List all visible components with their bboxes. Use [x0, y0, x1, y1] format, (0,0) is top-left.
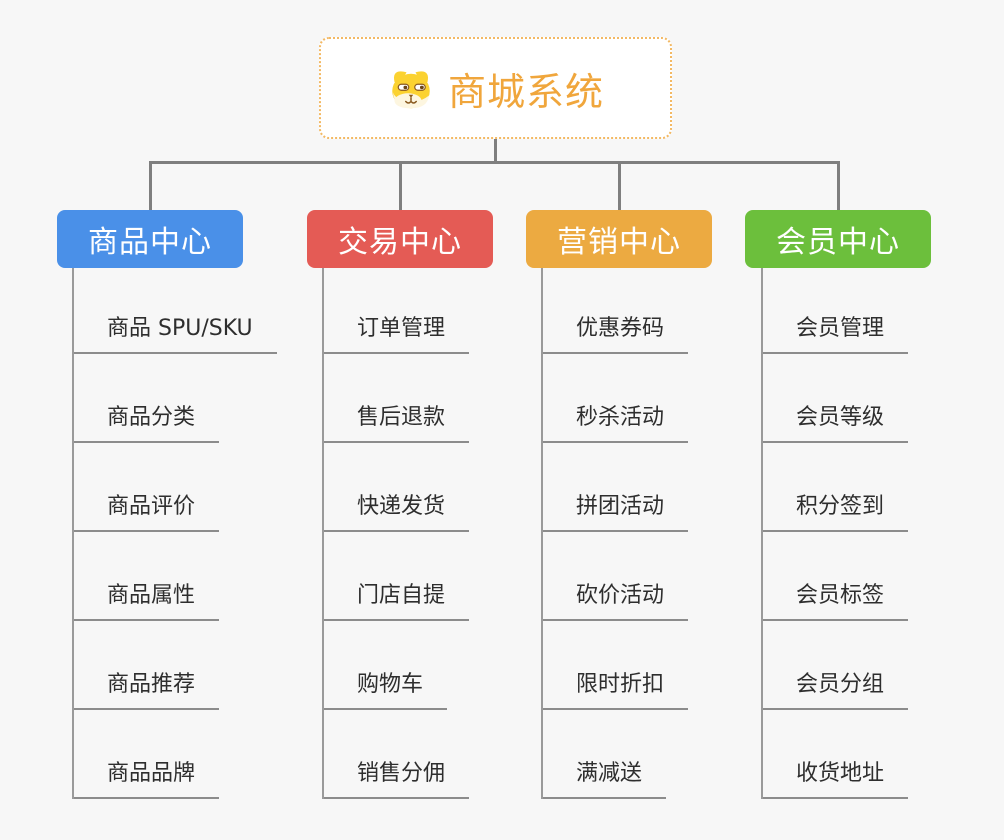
subtopic-item[interactable]: 商品属性	[74, 581, 220, 621]
dog-face-icon	[392, 71, 430, 109]
subtopic-item[interactable]: 秒杀活动	[543, 403, 689, 443]
subtopic-column-marketing: 优惠券码 秒杀活动 拼团活动 砍价活动 限时折扣 满减送	[541, 268, 689, 799]
subtopic-item[interactable]: 会员管理	[763, 314, 909, 354]
subtopic-item[interactable]: 满减送	[543, 759, 667, 799]
subtopic-item[interactable]: 商品品牌	[74, 759, 220, 799]
subtopic-item[interactable]: 商品评价	[74, 492, 220, 532]
category-box-marketing[interactable]: 营销中心	[526, 210, 712, 268]
subtopic-item[interactable]: 积分签到	[763, 492, 909, 532]
subtopic-item[interactable]: 购物车	[324, 670, 448, 710]
root-title: 商城系统	[447, 69, 604, 114]
subtopic-item[interactable]: 限时折扣	[543, 670, 689, 710]
category-box-trade[interactable]: 交易中心	[307, 210, 493, 268]
subtopic-item[interactable]: 订单管理	[324, 314, 470, 354]
subtopic-item[interactable]: 会员分组	[763, 670, 909, 710]
subtopic-item[interactable]: 商品推荐	[74, 670, 220, 710]
connector-drop-marketing	[618, 164, 621, 210]
connector-drop-products	[149, 164, 152, 210]
subtopic-item[interactable]: 砍价活动	[543, 581, 689, 621]
subtopic-item[interactable]: 商品分类	[74, 403, 220, 443]
subtopic-item[interactable]: 门店自提	[324, 581, 470, 621]
category-label: 商品中心	[88, 225, 212, 260]
subtopic-item[interactable]: 会员标签	[763, 581, 909, 621]
subtopic-item[interactable]: 收货地址	[763, 759, 909, 799]
connector-bus	[149, 161, 840, 164]
subtopic-item[interactable]: 优惠券码	[543, 314, 689, 354]
subtopic-item[interactable]: 售后退款	[324, 403, 470, 443]
category-label: 交易中心	[338, 225, 462, 260]
subtopic-item[interactable]: 销售分佣	[324, 759, 470, 799]
category-label: 营销中心	[557, 225, 681, 260]
subtopic-column-member: 会员管理 会员等级 积分签到 会员标签 会员分组 收货地址	[761, 268, 909, 799]
category-label: 会员中心	[776, 225, 900, 260]
subtopic-item[interactable]: 拼团活动	[543, 492, 689, 532]
connector-drop-trade	[399, 164, 402, 210]
subtopic-column-trade: 订单管理 售后退款 快递发货 门店自提 购物车 销售分佣	[322, 268, 470, 799]
subtopic-item[interactable]: 会员等级	[763, 403, 909, 443]
subtopic-item[interactable]: 商品 SPU/SKU	[74, 314, 277, 354]
category-box-products[interactable]: 商品中心	[57, 210, 243, 268]
category-box-member[interactable]: 会员中心	[745, 210, 931, 268]
root-node-mall-system[interactable]: 商城系统	[319, 37, 672, 139]
subtopic-column-products: 商品 SPU/SKU 商品分类 商品评价 商品属性 商品推荐 商品品牌	[72, 268, 277, 799]
connector-drop-member	[837, 164, 840, 210]
connector-root-stem	[494, 139, 497, 162]
subtopic-item[interactable]: 快递发货	[324, 492, 470, 532]
